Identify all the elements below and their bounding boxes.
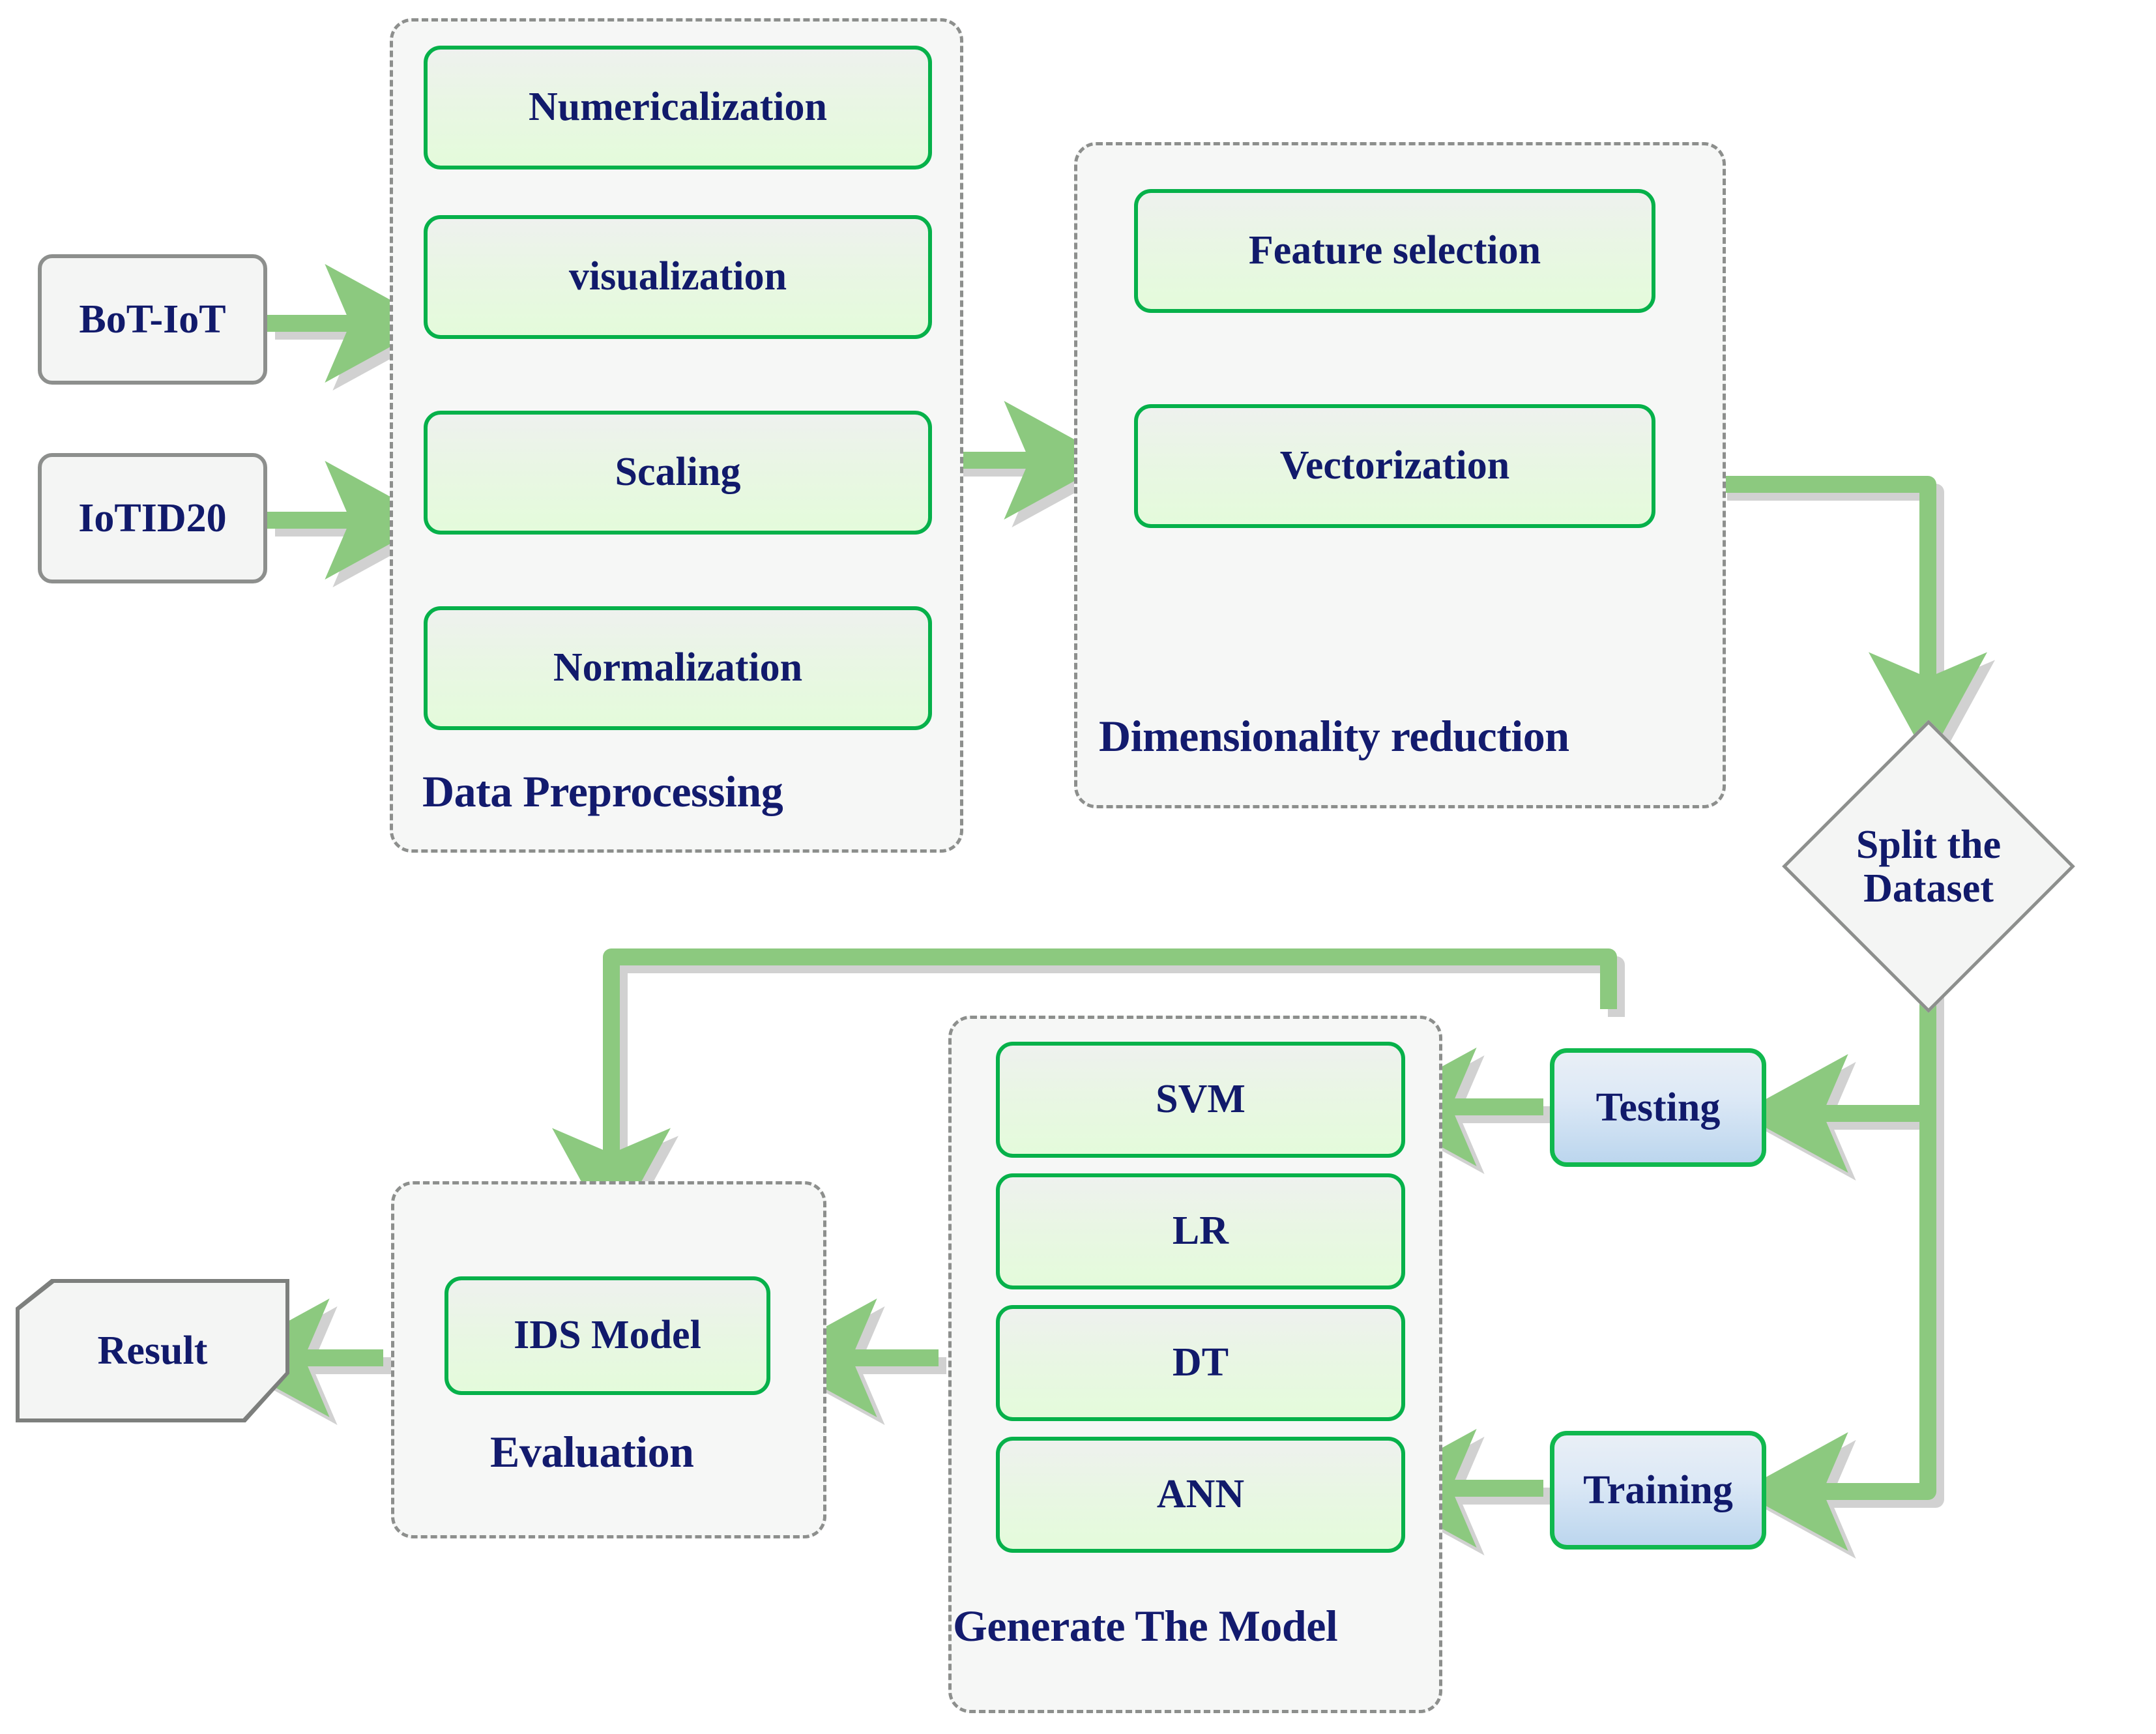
model-box-svm[interactable]: SVM bbox=[996, 1042, 1405, 1158]
step-normalization[interactable]: Normalization bbox=[424, 606, 932, 730]
split-box-training[interactable]: Training bbox=[1550, 1431, 1766, 1550]
step-scaling[interactable]: Scaling bbox=[424, 411, 932, 535]
split-box-testing[interactable]: Testing bbox=[1550, 1048, 1766, 1167]
result-shape[interactable] bbox=[20, 1283, 285, 1418]
step-label: Scaling bbox=[615, 450, 741, 495]
model-label: DT bbox=[1172, 1340, 1229, 1385]
dataset-label: IoTID20 bbox=[78, 495, 227, 540]
step-vectorization[interactable]: Vectorization bbox=[1134, 404, 1655, 528]
model-box-dt[interactable]: DT bbox=[996, 1305, 1405, 1421]
dataset-label: BoT-IoT bbox=[79, 297, 226, 342]
group-label-generate-the-model: Generate The Model bbox=[953, 1601, 1338, 1651]
model-label: LR bbox=[1172, 1209, 1229, 1254]
model-label: SVM bbox=[1156, 1077, 1246, 1122]
model-box-ann[interactable]: ANN bbox=[996, 1437, 1405, 1553]
model-box-lr[interactable]: LR bbox=[996, 1173, 1405, 1289]
step-label: Numericalization bbox=[528, 85, 827, 130]
decision-label: Split the Dataset bbox=[1856, 823, 2002, 911]
evaluation-label: IDS Model bbox=[514, 1313, 701, 1358]
step-label: Vectorization bbox=[1279, 443, 1510, 488]
group-label-dimensionality-reduction: Dimensionality reduction bbox=[1099, 711, 1569, 761]
step-numericalization[interactable]: Numericalization bbox=[424, 46, 932, 169]
step-label: visualization bbox=[568, 254, 787, 299]
step-visualization[interactable]: visualization bbox=[424, 215, 932, 339]
split-label: Testing bbox=[1595, 1085, 1721, 1130]
step-label: Normalization bbox=[553, 645, 803, 690]
dataset-box-bot-iot[interactable]: BoT-IoT bbox=[38, 254, 267, 385]
group-label-evaluation: Evaluation bbox=[490, 1427, 694, 1477]
step-feature-selection[interactable]: Feature selection bbox=[1134, 189, 1655, 313]
step-label: Feature selection bbox=[1248, 228, 1541, 273]
group-label-data-preprocessing: Data Preprocessing bbox=[422, 767, 783, 816]
evaluation-box-ids-model[interactable]: IDS Model bbox=[444, 1276, 770, 1395]
result-label: Result bbox=[97, 1328, 208, 1373]
dataset-box-iotid20[interactable]: IoTID20 bbox=[38, 453, 267, 583]
split-label: Training bbox=[1583, 1467, 1733, 1512]
model-label: ANN bbox=[1156, 1472, 1245, 1517]
